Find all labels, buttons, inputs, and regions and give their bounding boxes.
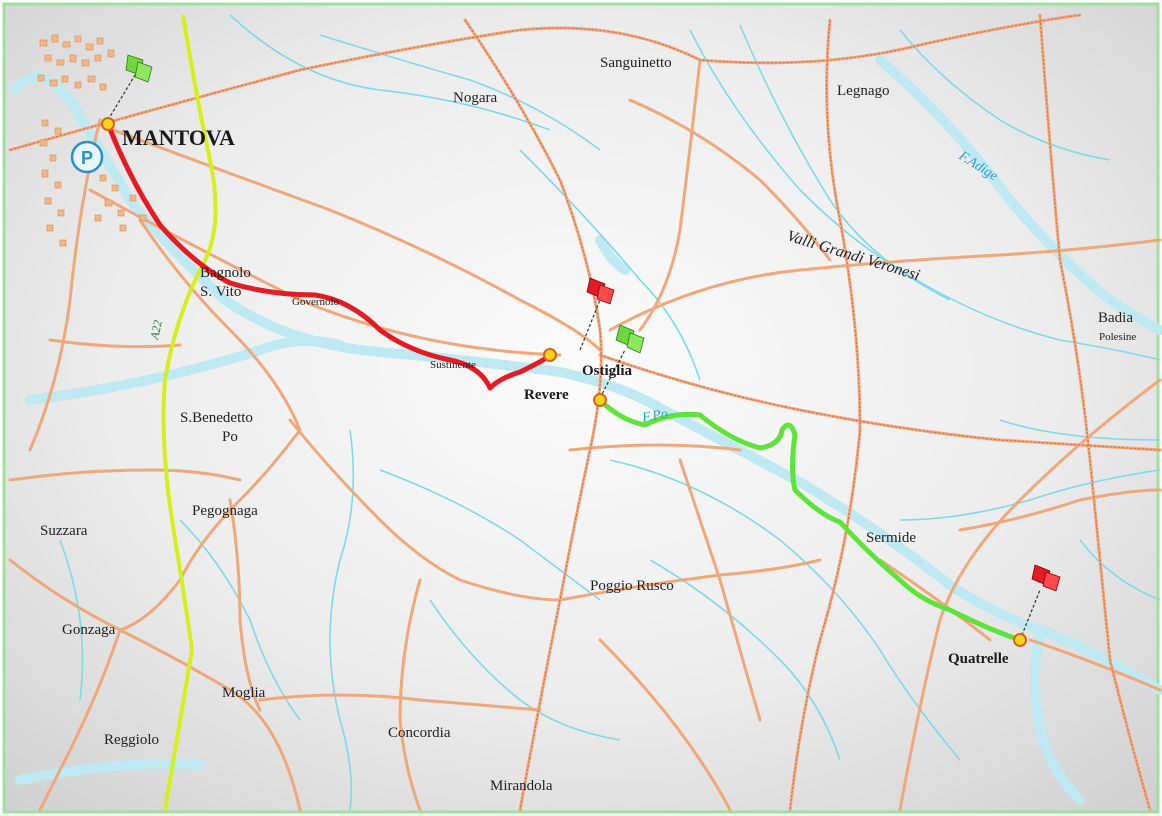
waypoint-marker-icon [593, 393, 607, 407]
waypoint-marker-icon [101, 117, 115, 131]
label-nogara: Nogara [453, 90, 497, 106]
label-quatrelle: Quatrelle [948, 651, 1009, 667]
mantova-urban-area [37, 34, 147, 247]
label-mantova: MANTOVA [122, 125, 235, 150]
label-svito: S. Vito [200, 284, 241, 300]
label-mirandola: Mirandola [490, 778, 553, 794]
label-pegognaga: Pegognaga [192, 503, 258, 519]
label-polesine: Polesine [1099, 331, 1136, 343]
label-governolo: Governolo [292, 296, 340, 308]
flag-red-icon [1019, 564, 1061, 641]
label-bagnolo: Bagnolo [200, 265, 251, 281]
label-revere: Revere [524, 387, 569, 403]
waypoint-marker-icon [543, 348, 557, 362]
flag-green-icon [107, 54, 153, 121]
label-reggiolo: Reggiolo [104, 732, 159, 748]
label-moglia: Moglia [222, 685, 266, 701]
label-sustinente: Sustinente [430, 359, 476, 371]
svg-text:P: P [81, 148, 93, 168]
label-ostiglia: Ostiglia [582, 363, 633, 379]
label-poggio-rusco: Poggio Rusco [590, 578, 674, 594]
flag-red-icon [579, 277, 615, 351]
waypoint-marker-icon [1013, 633, 1027, 647]
route-red [105, 121, 553, 391]
label-river-po: F.Po [640, 407, 669, 426]
label-gonzaga: Gonzaga [62, 622, 116, 638]
label-sanguinetto: Sanguinetto [600, 55, 672, 71]
rivers [59, 14, 1161, 811]
parking-icon: P [70, 140, 104, 174]
label-concordia: Concordia [388, 725, 451, 741]
label-badia: Badia [1098, 310, 1133, 326]
label-po: Po [222, 429, 238, 445]
motorway-a22 [161, 14, 218, 811]
flag-green-icon [599, 324, 645, 399]
label-sermide: Sermide [866, 530, 916, 546]
label-suzzara: Suzzara [40, 523, 88, 539]
motorway-label: A22 [147, 319, 165, 342]
road-network [8, 13, 1162, 812]
label-legnago: Legnago [837, 83, 889, 99]
route-green [597, 397, 1023, 643]
label-sbenedetto: S.Benedetto [180, 410, 253, 426]
